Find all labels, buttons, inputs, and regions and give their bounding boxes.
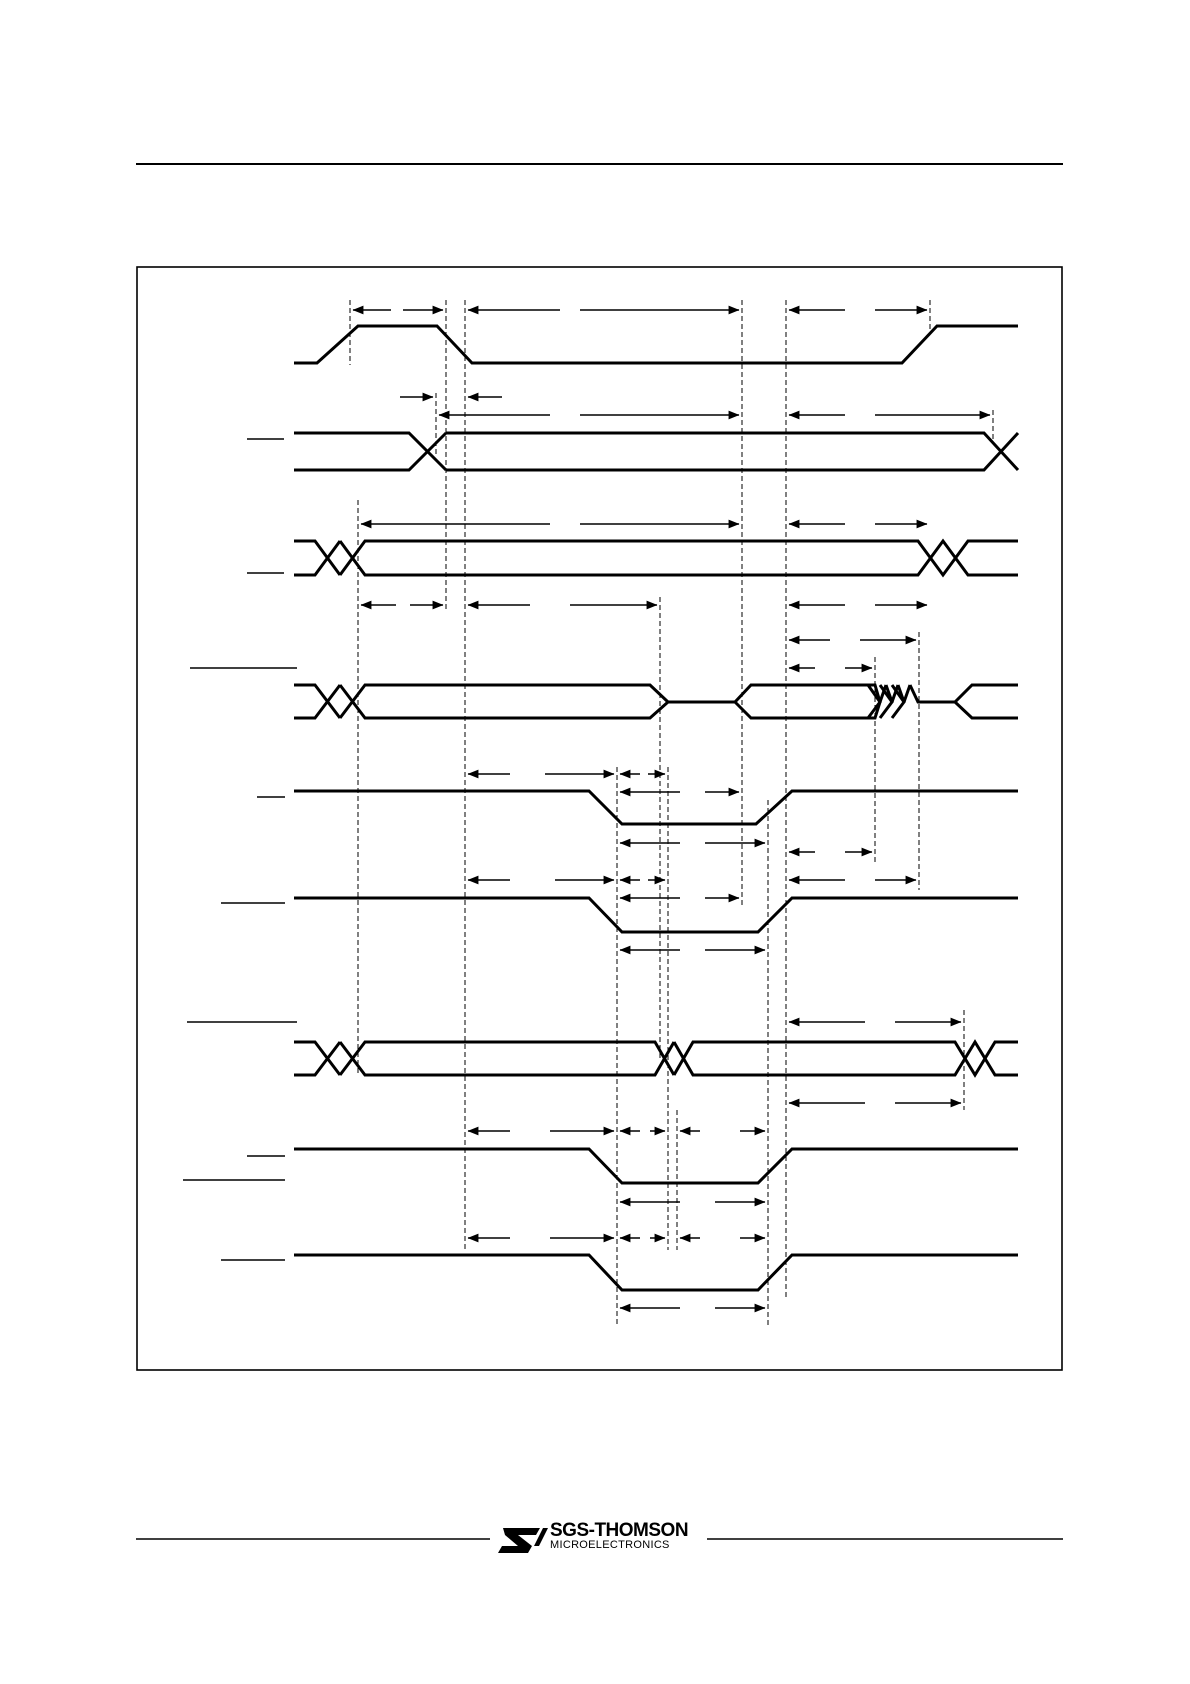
waveform-row-3-lower — [294, 538, 1018, 577]
signal-label-overbars — [183, 438, 297, 1261]
waveform-row-3-upper — [294, 539, 1018, 578]
waveform-row-4-upper — [294, 683, 1018, 719]
waveform-row-9 — [294, 1253, 1018, 1292]
st-logo-icon — [498, 1528, 548, 1553]
timing-reference-lines — [349, 300, 994, 1327]
waveform-row-4-lower — [294, 684, 1018, 720]
figure-frame — [136, 266, 1063, 1371]
waveform-row-1 — [294, 324, 1018, 365]
waveform-row-6 — [294, 896, 1018, 934]
timing-arrows — [352, 305, 991, 1313]
waveform-row-2-upper — [294, 431, 1020, 472]
waveform-row-7-upper — [294, 1040, 1018, 1078]
brand-name: SGS-THOMSON — [550, 1520, 689, 1541]
waveform-row-7-lower — [294, 1039, 1018, 1077]
brand-subtitle: MICROELECTRONICS — [550, 1539, 670, 1551]
waveforms — [294, 324, 1020, 1292]
brand-wordmark: SGS-THOMSON MICROELECTRONICS — [550, 1520, 700, 1551]
waveform-row-2-lower — [294, 431, 1020, 472]
waveform-row-4-stagger — [866, 684, 906, 719]
waveform-row-5 — [294, 789, 1018, 826]
waveform-row-8 — [294, 1147, 1018, 1185]
